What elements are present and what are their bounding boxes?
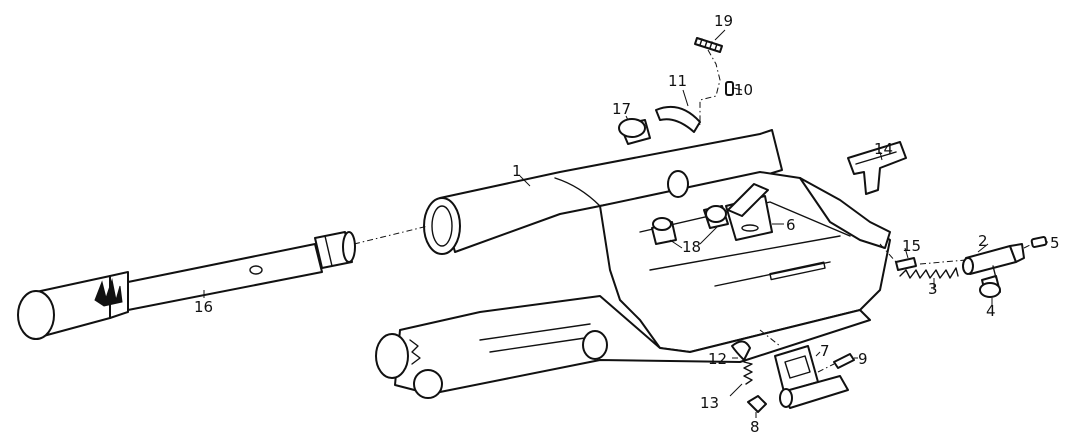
callout-7: 7 <box>820 342 830 360</box>
part-13-spring <box>743 361 753 385</box>
leader-lines <box>203 29 1048 418</box>
part-1-housing <box>375 129 891 399</box>
part-16-barrel-tube <box>17 231 356 340</box>
part-6-lever <box>725 183 773 241</box>
callout-8: 8 <box>750 418 760 436</box>
part-5-pin <box>1030 236 1048 248</box>
part-2-plunger <box>962 243 1025 275</box>
callout-4: 4 <box>986 302 996 320</box>
part-7-trigger <box>774 345 849 409</box>
callout-18: 18 <box>682 238 701 256</box>
callout-13: 13 <box>700 394 719 412</box>
part-19-spring <box>694 37 723 53</box>
callout-14: 14 <box>874 140 893 158</box>
callout-9: 9 <box>858 350 868 368</box>
callout-19: 19 <box>714 12 733 30</box>
part-12-clip <box>731 340 751 361</box>
part-8-clip <box>747 395 767 413</box>
callout-3: 3 <box>928 280 938 298</box>
callout-labels: 1 2 3 4 5 6 7 8 9 10 11 12 13 14 15 16 1… <box>194 12 1060 436</box>
part-4-cap <box>979 265 1001 298</box>
part-18-nuts <box>651 205 729 245</box>
callout-1: 1 <box>512 162 522 180</box>
callout-6: 6 <box>786 216 796 234</box>
callout-5: 5 <box>1050 234 1060 252</box>
part-11-pin <box>655 106 701 133</box>
part-14-t-handle <box>847 141 907 195</box>
callout-11: 11 <box>668 72 687 90</box>
callout-16: 16 <box>194 298 213 316</box>
callout-15: 15 <box>902 237 921 255</box>
assembly-lines <box>353 49 1033 373</box>
part-17-knob <box>618 118 651 145</box>
part-10-pin <box>725 81 734 96</box>
part-9-pin <box>833 353 855 369</box>
callout-2: 2 <box>978 232 988 250</box>
part-15-pin <box>895 257 917 271</box>
callout-10: 10 <box>734 81 753 99</box>
callout-12: 12 <box>708 350 727 368</box>
callout-17: 17 <box>612 100 631 118</box>
part-3-spring <box>899 267 959 279</box>
